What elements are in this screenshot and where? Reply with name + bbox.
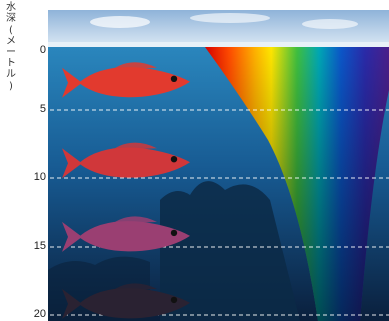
cloud xyxy=(302,19,358,29)
fish-eye xyxy=(171,76,177,82)
fish-eye xyxy=(171,156,177,162)
water-surface xyxy=(48,42,389,47)
fish-eye xyxy=(171,230,177,236)
cloud xyxy=(90,16,150,28)
fish-eye xyxy=(171,297,177,303)
cloud xyxy=(190,13,270,23)
